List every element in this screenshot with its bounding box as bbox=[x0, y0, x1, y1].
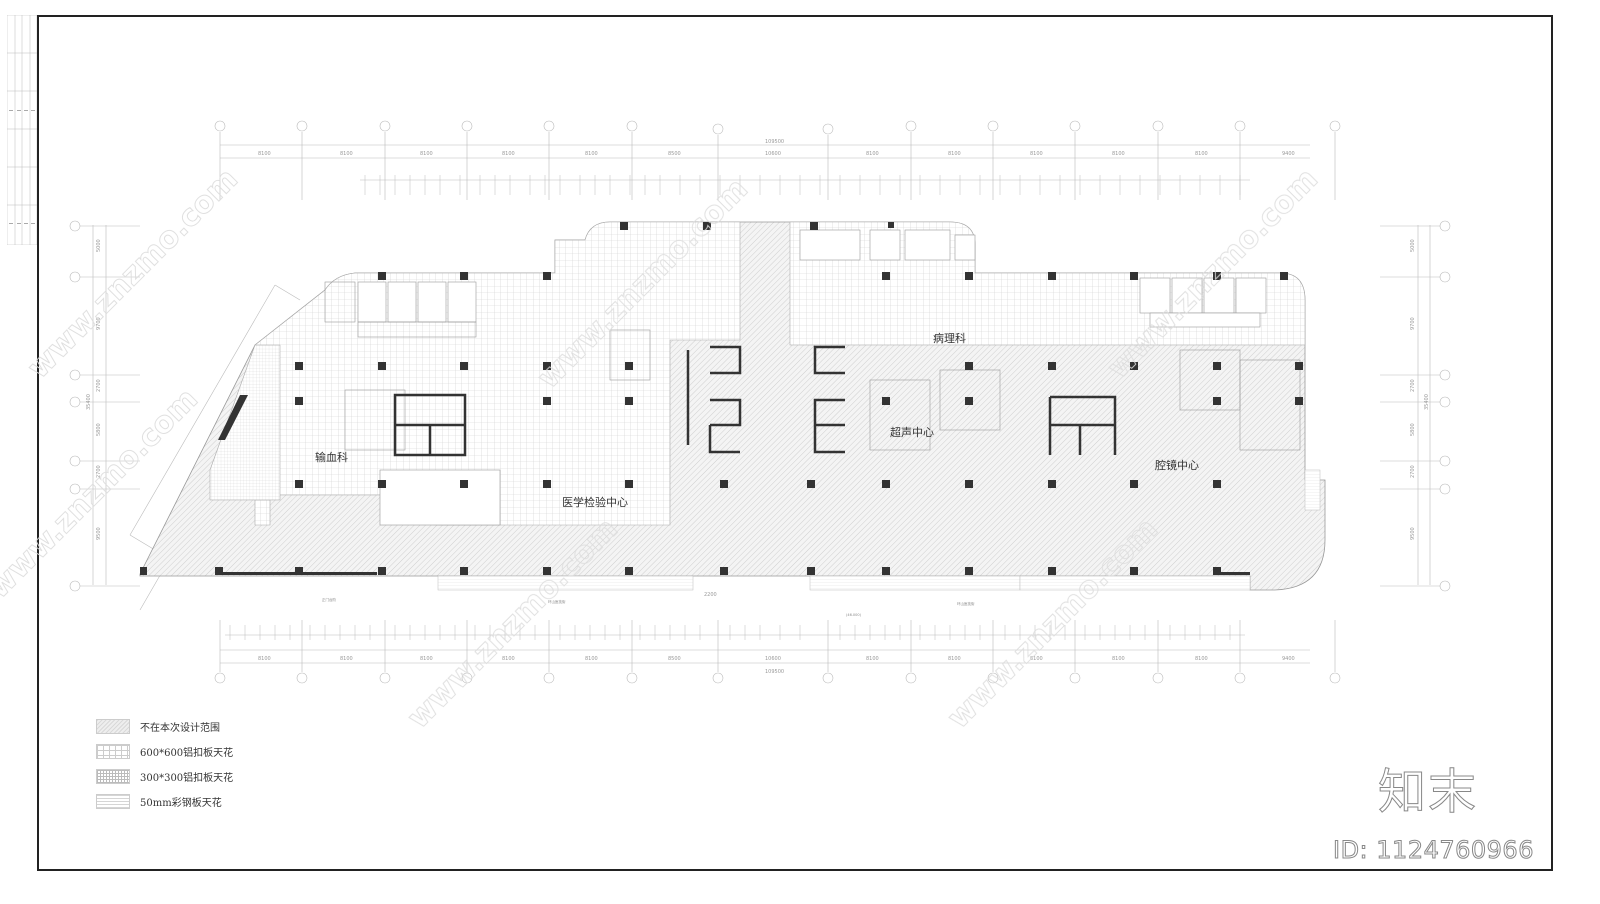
svg-text:109500: 109500 bbox=[765, 139, 784, 145]
svg-text:8100: 8100 bbox=[866, 656, 879, 662]
svg-text:2700: 2700 bbox=[96, 379, 102, 392]
svg-text:8100: 8100 bbox=[502, 656, 515, 662]
structural-columns bbox=[140, 222, 1303, 575]
left-grid-axes bbox=[69, 220, 140, 592]
svg-text:8100: 8100 bbox=[948, 656, 961, 662]
svg-text:35400: 35400 bbox=[1424, 394, 1430, 410]
svg-text:www.znzmo.com: www.znzmo.com bbox=[21, 162, 245, 386]
bottom-grid-axes bbox=[214, 620, 1341, 684]
svg-text:10600: 10600 bbox=[765, 151, 781, 157]
grid300-swatch-icon bbox=[96, 768, 130, 784]
room-partitions bbox=[324, 229, 1301, 526]
watermark-id: ID: 1124760966 bbox=[1333, 836, 1534, 865]
svg-text:8100: 8100 bbox=[1112, 151, 1125, 157]
bottom-sub-ticks bbox=[229, 625, 1231, 640]
svg-text:8100: 8100 bbox=[258, 656, 271, 662]
ceiling-zone-300-transfusion bbox=[209, 344, 281, 501]
bottom-gap-dim: 2200 bbox=[704, 592, 717, 598]
svg-text:8500: 8500 bbox=[668, 656, 681, 662]
svg-text:8100: 8100 bbox=[340, 151, 353, 157]
svg-text:9500: 9500 bbox=[96, 527, 102, 540]
grid600-swatch-icon bbox=[96, 743, 130, 759]
svg-text:8100: 8100 bbox=[502, 151, 515, 157]
svg-text:9400: 9400 bbox=[1282, 656, 1295, 662]
canopy-strips bbox=[437, 575, 1251, 591]
core-walls bbox=[393, 345, 1117, 457]
svg-text:8100: 8100 bbox=[1030, 656, 1043, 662]
svg-text:109500: 109500 bbox=[765, 669, 784, 675]
legend-item-steel-strip: 50mm彩钢板天花 bbox=[96, 790, 233, 812]
svg-text:8100: 8100 bbox=[1030, 151, 1043, 157]
dept-pathology-label: 病理科 bbox=[933, 331, 966, 345]
dept-lab-label: 医学检验中心 bbox=[562, 495, 628, 509]
strip-swatch-icon bbox=[96, 793, 130, 809]
svg-text:5800: 5800 bbox=[96, 423, 102, 436]
svg-text:8100: 8100 bbox=[1195, 151, 1208, 157]
svg-text:9700: 9700 bbox=[96, 317, 102, 330]
svg-text:9400: 9400 bbox=[1282, 151, 1295, 157]
svg-text:9700: 9700 bbox=[1410, 317, 1416, 330]
svg-text:2700: 2700 bbox=[1410, 465, 1416, 478]
svg-text:8500: 8500 bbox=[668, 151, 681, 157]
svg-text:8100: 8100 bbox=[1195, 656, 1208, 662]
legend-item-300-grid: 300*300铝扣板天花 bbox=[96, 765, 233, 787]
svg-text:8100: 8100 bbox=[866, 151, 879, 157]
svg-text:8100: 8100 bbox=[948, 151, 961, 157]
drawing-frame bbox=[37, 15, 1553, 871]
top-grid-axes bbox=[214, 120, 1341, 200]
svg-text:10600: 10600 bbox=[765, 656, 781, 662]
ceiling-zone-strip-east bbox=[1304, 469, 1321, 511]
top-sub-ticks bbox=[364, 175, 1241, 195]
hatch-swatch-icon bbox=[96, 718, 130, 734]
street-label-1: 环山医技街 bbox=[548, 599, 566, 604]
legend-item-out-of-scope: 不在本次设计范围 bbox=[96, 715, 233, 737]
svg-text:2700: 2700 bbox=[1410, 379, 1416, 392]
svg-text:8100: 8100 bbox=[340, 656, 353, 662]
top-dimension-lines bbox=[220, 144, 1310, 181]
right-grid-axes bbox=[1380, 220, 1451, 592]
svg-text:2700: 2700 bbox=[96, 465, 102, 478]
street-label-2: 环山医技街 bbox=[957, 601, 975, 606]
svg-text:5000: 5000 bbox=[1410, 239, 1416, 252]
svg-text:8100: 8100 bbox=[585, 151, 598, 157]
svg-text:9500: 9500 bbox=[1410, 527, 1416, 540]
dept-endoscopy-label: 腔镜中心 bbox=[1155, 458, 1199, 472]
entry-label: 正门台阶 bbox=[322, 597, 336, 602]
svg-text:8100: 8100 bbox=[585, 656, 598, 662]
svg-text:5800: 5800 bbox=[1410, 423, 1416, 436]
legend-item-600-grid: 600*600铝扣板天花 bbox=[96, 740, 233, 762]
svg-text:8100: 8100 bbox=[420, 151, 433, 157]
vertical-dimensions: 5000 9700 2700 5800 2700 9500 35400 5000… bbox=[86, 239, 1430, 540]
dept-transfusion-label: 输血科 bbox=[315, 450, 348, 464]
svg-text:2200: 2200 bbox=[704, 592, 717, 598]
legend: 不在本次设计范围 600*600铝扣板天花 300*300铝扣板天花 50mm彩… bbox=[96, 715, 233, 815]
svg-text:8100: 8100 bbox=[1112, 656, 1125, 662]
svg-text:5000: 5000 bbox=[96, 239, 102, 252]
watermark-brand-logo: 知末 bbox=[1377, 764, 1479, 821]
svg-text:8100: 8100 bbox=[258, 151, 271, 157]
dept-ultrasound-label: 超声中心 bbox=[890, 425, 934, 439]
title-block bbox=[7, 15, 37, 245]
svg-text:8100: 8100 bbox=[420, 656, 433, 662]
elevation-label: (46.000) bbox=[846, 613, 862, 617]
svg-text:35400: 35400 bbox=[86, 394, 92, 410]
